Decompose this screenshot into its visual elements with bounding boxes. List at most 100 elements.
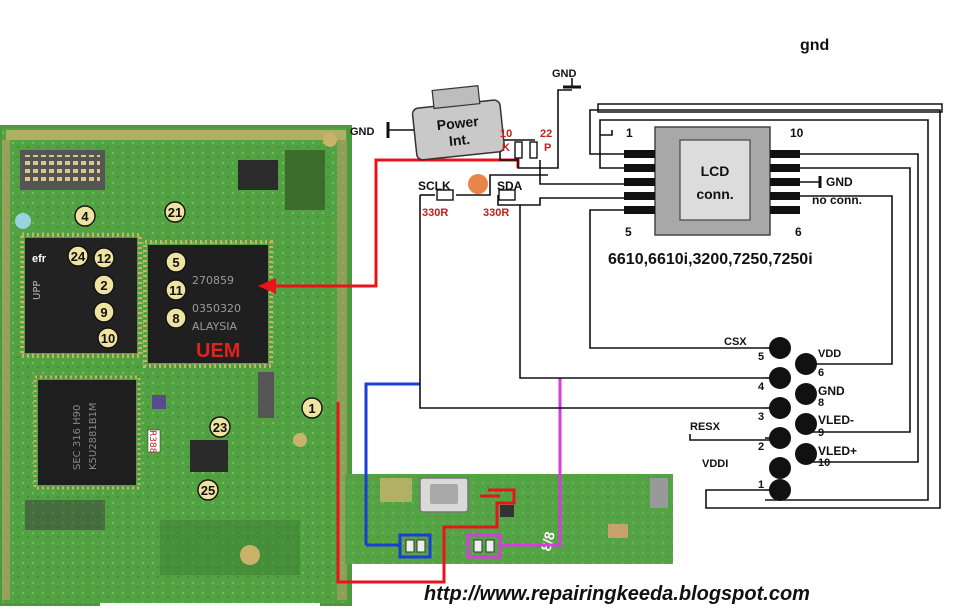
uem-label: UEM bbox=[196, 340, 240, 362]
connector-pin-number: 8 bbox=[818, 397, 824, 409]
component bbox=[15, 213, 31, 229]
callout-marker bbox=[209, 416, 231, 438]
switch-board-photo: 8/8 bbox=[345, 474, 673, 564]
capacitor-22p bbox=[529, 141, 538, 159]
resistor-sclk bbox=[436, 189, 454, 201]
connector-pin-8 bbox=[795, 383, 817, 405]
callout-marker bbox=[93, 301, 115, 323]
vdd-label: VDD bbox=[818, 348, 841, 360]
callout-marker bbox=[97, 327, 119, 349]
connector-pin-number: 6 bbox=[818, 367, 824, 379]
magenta-wire bbox=[502, 378, 562, 547]
connector-pin-1 bbox=[769, 457, 791, 479]
callout-marker bbox=[165, 279, 187, 301]
memory-chip: SEC 316 H90 K5U2881B1M bbox=[33, 375, 141, 490]
lcd-pin-left bbox=[624, 150, 655, 158]
memory-marking-2: K5U2881B1M bbox=[88, 402, 99, 470]
power-int-label-2: Int. bbox=[448, 131, 471, 149]
callout-marker bbox=[93, 274, 115, 296]
connector-pin-number: 2 bbox=[758, 441, 764, 453]
lcd-pin-10: 10 bbox=[790, 126, 804, 140]
component bbox=[190, 440, 228, 472]
callout-marker bbox=[93, 247, 115, 269]
lcd-pin-6: 6 bbox=[795, 225, 802, 239]
callout-number: 4 bbox=[81, 209, 89, 224]
memory-marking-1: SEC 316 H90 bbox=[72, 405, 83, 470]
connector-pin-3 bbox=[769, 397, 791, 419]
connector-pin-number: 1 bbox=[758, 479, 764, 491]
callout-marker bbox=[301, 397, 323, 419]
sda-testpoint-box bbox=[466, 533, 502, 559]
pcb-board: UPP efr 270859 0350320 ALAYSIA UEM SEC 3… bbox=[0, 0, 352, 606]
lcd-label-1: LCD bbox=[701, 163, 730, 179]
gnd-switch-top: GND bbox=[552, 68, 577, 80]
callout-number: 23 bbox=[213, 420, 227, 435]
cap-10k-value: 10 bbox=[500, 128, 512, 140]
efr-label: efr bbox=[32, 253, 47, 265]
gnd-pin-label: GND bbox=[818, 384, 845, 398]
component bbox=[258, 372, 274, 418]
connector-pin-number: 4 bbox=[758, 381, 765, 393]
vled-plus-label: VLED+ bbox=[818, 444, 857, 458]
cap-22p-unit: P bbox=[544, 142, 551, 154]
callout-number: 2 bbox=[100, 278, 107, 293]
resistor-10k bbox=[514, 141, 523, 159]
arrow-to-uem bbox=[258, 278, 276, 294]
callout-marker bbox=[197, 479, 219, 501]
callout-number: 10 bbox=[101, 331, 115, 346]
callout-marker bbox=[164, 201, 186, 223]
cpu-marking: UPP bbox=[32, 281, 43, 300]
callout-number: 8 bbox=[172, 311, 179, 326]
callout-number: 21 bbox=[168, 205, 182, 220]
callout-marker bbox=[67, 245, 89, 267]
callout-marker bbox=[74, 205, 96, 227]
schematic-wires bbox=[419, 78, 941, 509]
uem-marking-1: 270859 bbox=[192, 274, 234, 287]
callout-number: 11 bbox=[169, 283, 183, 298]
sda-label: SDA bbox=[497, 179, 523, 193]
callout-number: 25 bbox=[201, 483, 215, 498]
vled-minus-label: VLED- bbox=[818, 413, 854, 427]
csx-label: CSX bbox=[724, 336, 747, 348]
lcd-pin-5: 5 bbox=[625, 225, 632, 239]
lcd-gnd-label: GND bbox=[826, 175, 853, 189]
resx-label: RESX bbox=[690, 421, 721, 433]
cap-22p-value: 22 bbox=[540, 128, 552, 140]
callout-number: 1 bbox=[308, 401, 315, 416]
uem-chip: 270859 0350320 ALAYSIA UEM bbox=[143, 240, 273, 368]
sclk-label: SCLK bbox=[418, 179, 451, 193]
lcd-pin-left bbox=[624, 178, 655, 186]
lcd-pin-right bbox=[770, 192, 800, 200]
connector-pin-5 bbox=[769, 337, 791, 359]
sclk-resistor-value: 330R bbox=[422, 207, 448, 219]
resistor-sda bbox=[498, 189, 516, 201]
connector-pin-number: 10 bbox=[818, 457, 830, 469]
orange-dot bbox=[468, 174, 488, 194]
cap-10k-unit: K bbox=[502, 142, 510, 154]
power-int-switch: Power Int. bbox=[411, 85, 506, 161]
gnd-top-label: gnd bbox=[800, 37, 829, 54]
lcd-pin-right bbox=[770, 150, 800, 158]
connector-pin-number: 3 bbox=[758, 411, 764, 423]
connector-pin-10 bbox=[795, 443, 817, 465]
switch-marking: 8/8 bbox=[537, 530, 558, 553]
sclk-testpoint-box bbox=[398, 533, 432, 559]
lcd-connector: LCD conn. bbox=[654, 126, 771, 236]
lcd-noconn-label: no conn. bbox=[812, 193, 862, 207]
uem-marking-2: 0350320 bbox=[192, 302, 241, 315]
connector-pin-9 bbox=[795, 413, 817, 435]
gnd-switch-left: GND bbox=[350, 126, 375, 138]
connector-pin-2 bbox=[769, 427, 791, 449]
callout-number: 5 bbox=[172, 255, 179, 270]
lcd-pin-1: 1 bbox=[626, 126, 633, 140]
connector-pin-6 bbox=[795, 353, 817, 375]
blue-wire bbox=[364, 382, 420, 545]
source-url: http://www.repairingkeeda.blogspot.com bbox=[424, 583, 810, 605]
lcd-pin-right bbox=[770, 178, 800, 186]
component bbox=[152, 395, 166, 409]
callout-marker bbox=[165, 251, 187, 273]
connector-pin-4 bbox=[769, 367, 791, 389]
